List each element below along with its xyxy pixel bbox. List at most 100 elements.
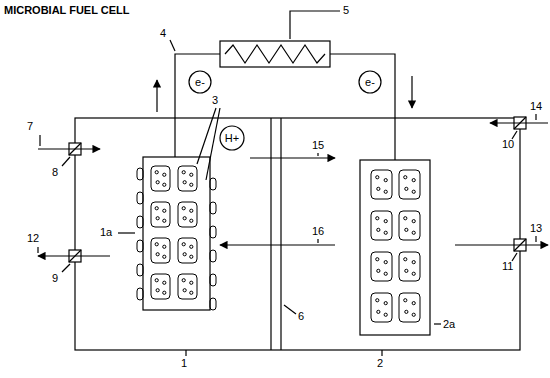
microbe-cell [399, 211, 420, 240]
microbe-granule [412, 272, 415, 275]
microbe-granule [163, 173, 166, 176]
leader-line [62, 157, 70, 166]
leader-line [317, 153, 318, 156]
microbe-granule [155, 207, 158, 210]
microbe-granule [190, 281, 193, 284]
electron-flow-arrow [156, 80, 157, 112]
microbe-granule [404, 299, 407, 302]
microbe-granule [163, 219, 166, 222]
circle-shape [359, 71, 381, 93]
microbe-granule [384, 231, 387, 234]
microbe-granule [412, 179, 415, 182]
microbe-granule [384, 190, 387, 193]
leader-line [118, 232, 135, 233]
microbe-granule [190, 173, 193, 176]
microbe-granule [183, 289, 186, 292]
callout-number: 4 [160, 27, 166, 40]
microbe-cell [371, 211, 392, 240]
microbe-granule [384, 261, 387, 264]
outflow-arrow [455, 244, 548, 245]
biofilm-microbe [137, 288, 143, 300]
leader-line [37, 247, 38, 253]
callout-number: 2 [377, 357, 383, 370]
biofilm-microbe [210, 298, 216, 310]
microbe-granule [412, 261, 415, 264]
microbe-cell [399, 293, 420, 322]
microbe-cell [178, 166, 197, 191]
biofilm-microbe [210, 226, 216, 238]
microbe-granule [190, 255, 193, 258]
microbe-cell [178, 238, 197, 263]
microbe-cell [399, 170, 420, 199]
microbe-cell [371, 293, 392, 322]
particle-circle: e- [188, 70, 212, 94]
microbe-granule [190, 245, 193, 248]
callout-number: 10 [502, 138, 514, 151]
microbe-granule [190, 219, 193, 222]
microbe-granule [155, 279, 158, 282]
microbe-cell [371, 252, 392, 281]
biofilm-microbe [210, 178, 216, 190]
microbe-granule [183, 253, 186, 256]
microbe-cell [151, 166, 170, 191]
microbe-granule [412, 220, 415, 223]
leader-line [512, 253, 517, 261]
microbe-granule [156, 217, 159, 220]
leader-line [535, 114, 536, 120]
callout-number: 9 [52, 272, 58, 285]
callout-number: 5 [343, 4, 349, 17]
microbe-granule [190, 209, 193, 212]
microbe-granule [163, 209, 166, 212]
microbe-granule [404, 217, 407, 220]
microbe-granule [155, 171, 158, 174]
outflow-arrow [38, 255, 110, 256]
biofilm-microbe [137, 192, 143, 204]
microbe-group [137, 166, 420, 322]
microbe-granule [404, 258, 407, 261]
microbe-granule [163, 291, 166, 294]
microbe-granule [163, 183, 166, 186]
microbe-granule [156, 253, 159, 256]
microbe-granule [163, 255, 166, 258]
microbe-granule [384, 179, 387, 182]
particle-circle: e- [358, 70, 382, 94]
resistor-symbol [225, 45, 325, 63]
leader-line [197, 108, 216, 164]
microbe-granule [377, 187, 380, 190]
microbe-granule [156, 181, 159, 184]
microbe-granule [190, 291, 193, 294]
cell-housing [75, 118, 520, 350]
inflow-arrow [38, 148, 100, 149]
return-flow-arrow [220, 244, 335, 245]
particle-label: H+ [219, 132, 245, 145]
microbe-granule [182, 207, 185, 210]
callout-number: 1 [181, 357, 187, 370]
biofilm-microbe [137, 168, 143, 180]
particle-circle: H+ [219, 125, 245, 151]
biofilm-microbe [210, 250, 216, 262]
leader-line [317, 239, 318, 243]
leader-line [206, 108, 220, 180]
leader-line [381, 350, 382, 356]
callout-number: 1a [100, 226, 112, 239]
callout-number: 15 [312, 139, 324, 152]
microbe-cell [151, 238, 170, 263]
callout-number: 6 [298, 310, 304, 323]
cathode-electrode [360, 160, 430, 335]
leader-line [434, 323, 441, 324]
circle-shape [220, 126, 244, 150]
microbe-granule [376, 176, 379, 179]
microbe-granule [404, 176, 407, 179]
microbe-cell [151, 202, 170, 227]
microbe-granule [405, 310, 408, 313]
microbe-granule [182, 279, 185, 282]
microbe-granule [182, 171, 185, 174]
microbe-granule [376, 217, 379, 220]
proton-flow-arrow [250, 157, 335, 158]
callout-number: 14 [530, 100, 542, 113]
callout-number: 2a [443, 318, 455, 331]
callout-number: 3 [212, 94, 218, 107]
leader-line [535, 236, 536, 242]
